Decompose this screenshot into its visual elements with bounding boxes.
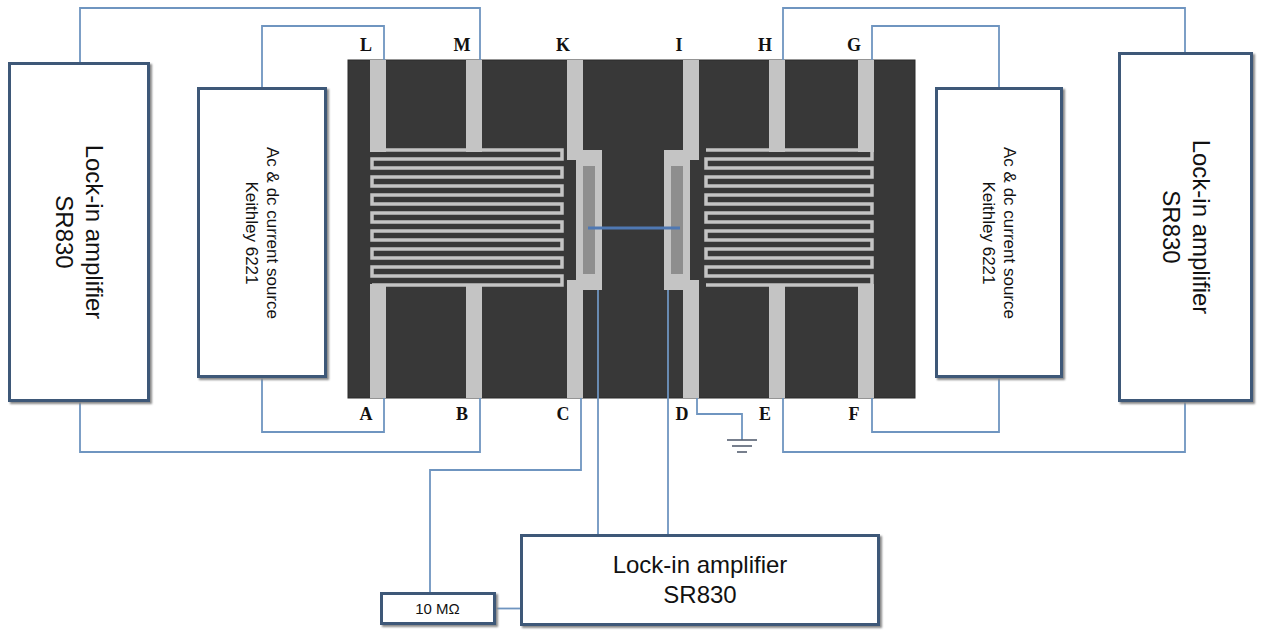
electrode [683, 60, 699, 160]
instrument-label: 10 MΩ [388, 599, 488, 618]
contact-pad [466, 60, 482, 152]
ground-symbol [727, 439, 757, 441]
electrode-gap [583, 166, 595, 274]
device-image [348, 60, 915, 398]
terminal-letter: H [750, 34, 780, 56]
instrument-label: Lock-in amplifier SR830 [595, 550, 805, 610]
wire-connector [496, 608, 521, 610]
terminal-letter: C [548, 403, 578, 425]
electrode [567, 60, 583, 160]
ground-symbol [732, 445, 752, 447]
wire [80, 8, 480, 62]
meander-heater [706, 150, 872, 285]
terminal-letter: F [839, 403, 869, 425]
contact-pad [769, 60, 785, 152]
lock-in-amplifier: Lock-in amplifier SR830 [520, 534, 880, 626]
lock-in-amplifier: Lock-in amplifier SR830 [1118, 52, 1253, 402]
wire [667, 290, 669, 534]
electrode [664, 150, 690, 290]
wire [872, 378, 999, 432]
electrode [567, 280, 583, 398]
current-source: Ac & dc current source Keithley 6221 [935, 87, 1063, 378]
contact-pad [858, 284, 874, 398]
electrode [576, 150, 602, 290]
instrument-label: Ac & dc current source Keithley 6221 [978, 125, 1021, 340]
contact-pad [858, 60, 874, 152]
wire [80, 398, 480, 452]
terminal-letter: A [351, 403, 381, 425]
terminal-letter: K [548, 34, 578, 56]
contact-pad [466, 284, 482, 398]
terminal-letter: M [447, 34, 477, 56]
ground-symbol [737, 451, 747, 453]
wire [262, 26, 384, 87]
sample-nanowire [588, 227, 680, 230]
instrument-label: Lock-in amplifier SR830 [49, 127, 109, 337]
instrument-label: Ac & dc current source Keithley 6221 [241, 125, 284, 340]
electrode-gap [671, 166, 683, 274]
instrument-label: Lock-in amplifier SR830 [1156, 122, 1216, 332]
wire [262, 378, 384, 432]
lock-in-amplifier: Lock-in amplifier SR830 [8, 62, 150, 402]
terminal-letter: E [750, 403, 780, 425]
contact-pad [769, 284, 785, 398]
contact-pad [370, 284, 386, 398]
terminal-letter: D [667, 403, 697, 425]
current-source: Ac & dc current source Keithley 6221 [197, 87, 327, 378]
terminal-letter: L [351, 34, 381, 56]
wire [697, 398, 742, 440]
resistor-box: 10 MΩ [380, 592, 496, 625]
electrode [683, 280, 699, 398]
wire [872, 26, 999, 87]
wire [783, 398, 1185, 452]
terminal-letter: B [447, 403, 477, 425]
terminal-letter: G [839, 34, 869, 56]
wire [597, 290, 599, 534]
contact-pad [370, 60, 386, 152]
terminal-letter: I [664, 34, 694, 56]
meander-heater [372, 150, 562, 285]
